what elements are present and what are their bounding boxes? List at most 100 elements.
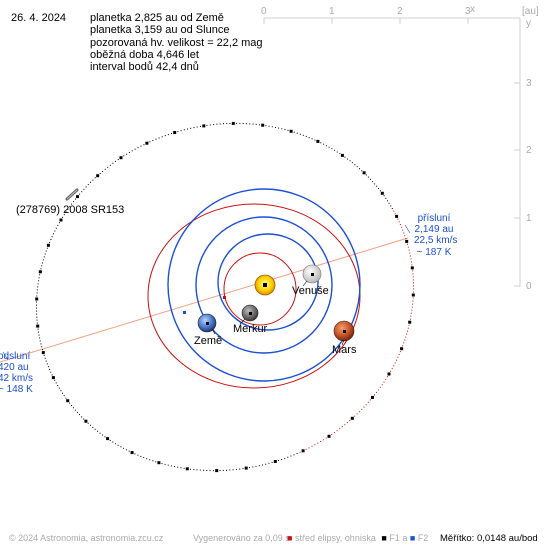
orbit-dot bbox=[128, 152, 130, 153]
orbit-dot bbox=[374, 394, 375, 396]
orbit-dot bbox=[85, 186, 87, 188]
orbit-dot bbox=[361, 408, 363, 410]
orbit-dot bbox=[413, 291, 414, 293]
orbit-dot bbox=[38, 280, 40, 282]
orbit-position-marker bbox=[231, 121, 235, 125]
footer-scale: Měřítko: 0,0148 au/bod bbox=[440, 533, 538, 544]
orbit-dot bbox=[38, 331, 39, 333]
orbit-dot bbox=[43, 256, 45, 258]
orbit-dot bbox=[190, 127, 192, 129]
orbit-position-marker bbox=[202, 124, 206, 128]
orbit-dot bbox=[259, 124, 260, 126]
orbit-dot bbox=[213, 124, 215, 126]
orbit-dot bbox=[199, 469, 201, 471]
perihelion-tick bbox=[404, 224, 411, 234]
orbit-dot bbox=[137, 454, 139, 456]
orbit-position-marker bbox=[387, 372, 391, 376]
orbit-dot bbox=[290, 455, 292, 457]
orbit-dot bbox=[412, 270, 414, 272]
orbit-dot bbox=[311, 138, 313, 140]
orbit-dot bbox=[102, 434, 103, 436]
orbit-dot bbox=[81, 416, 83, 418]
orbit-position-marker bbox=[35, 297, 39, 301]
orbit-dot bbox=[180, 130, 182, 132]
orbit-position-marker bbox=[46, 243, 50, 247]
asteroid-name-label: (278769) 2008 SR153 bbox=[16, 204, 125, 216]
orbit-dot bbox=[222, 469, 224, 471]
orbit-dot bbox=[79, 414, 80, 416]
orbit-dot bbox=[402, 345, 404, 347]
orbit-dot bbox=[344, 156, 346, 158]
orbit-dot bbox=[219, 470, 221, 471]
orbit-dot bbox=[219, 123, 221, 125]
orbit-dot bbox=[216, 123, 218, 125]
venus-dot bbox=[311, 273, 314, 276]
orbit-dot bbox=[302, 134, 304, 136]
orbit-dot bbox=[255, 123, 257, 125]
orbit-dot bbox=[351, 162, 353, 164]
orbit-dot bbox=[412, 297, 414, 299]
orbit-dot bbox=[143, 144, 145, 146]
orbit-dot bbox=[94, 428, 96, 430]
orbit-position-marker bbox=[157, 461, 161, 465]
orbit-position-marker bbox=[395, 214, 399, 218]
orbit-dot bbox=[322, 439, 324, 441]
info-panel: planetka 2,825 au od Země planetka 3,159… bbox=[90, 12, 263, 73]
y-tick-0: 0 bbox=[526, 281, 532, 292]
orbit-dot bbox=[83, 188, 85, 190]
orbit-position-marker bbox=[408, 320, 412, 324]
orbit-dot bbox=[123, 155, 125, 157]
orbit-dot bbox=[354, 164, 356, 166]
orbit-dot bbox=[47, 366, 49, 368]
orbit-dot bbox=[262, 464, 263, 466]
orbit-dot bbox=[334, 149, 336, 151]
perihelion-info: přísluní 2,149 au 22,5 km/s ~ 187 K bbox=[414, 213, 457, 258]
orbit-dot bbox=[39, 337, 41, 339]
orbit-dot bbox=[367, 176, 369, 178]
orbit-dot bbox=[109, 439, 111, 441]
orbit-dot bbox=[287, 129, 289, 131]
orbit-dot bbox=[140, 455, 142, 457]
orbit-dot bbox=[55, 382, 57, 384]
venus-orbit bbox=[195, 216, 333, 354]
orbit-dot bbox=[387, 200, 388, 202]
orbit-dot bbox=[146, 458, 148, 460]
mars-label: Mars bbox=[332, 344, 357, 356]
focus-f1-marker bbox=[263, 283, 267, 287]
orbit-position-marker bbox=[119, 156, 123, 160]
orbit-dot bbox=[341, 426, 343, 428]
orbit-dot bbox=[365, 404, 367, 406]
orbit-dot bbox=[51, 236, 53, 238]
orbit-dot bbox=[38, 277, 40, 279]
orbit-dot bbox=[299, 451, 301, 453]
orbit-dot bbox=[407, 330, 408, 332]
info-earth-distance: planetka 2,825 au od Země bbox=[90, 12, 224, 24]
orbit-position-marker bbox=[273, 460, 277, 463]
orbit-dot bbox=[97, 430, 99, 432]
orbit-dot bbox=[411, 261, 412, 263]
earth-label-tick bbox=[211, 328, 216, 335]
orbit-dot bbox=[164, 463, 166, 465]
footer-copyright: © 2024 Astronomia, astronomia.zcu.cz bbox=[9, 533, 164, 543]
orbit-dot bbox=[152, 460, 154, 462]
orbit-dot bbox=[128, 450, 130, 452]
orbit-dot bbox=[73, 201, 74, 203]
orbit-dot bbox=[164, 135, 166, 137]
axis-unit: [au] bbox=[522, 6, 539, 17]
inner-orbit bbox=[217, 233, 319, 331]
orbit-dot bbox=[394, 213, 396, 215]
orbit-dot bbox=[115, 160, 117, 162]
mars-label-tick bbox=[341, 339, 345, 346]
orbit-dot bbox=[223, 123, 224, 125]
orbit-dot bbox=[377, 389, 379, 391]
orbit-position-marker bbox=[362, 171, 366, 175]
orbit-dot bbox=[104, 168, 106, 170]
orbit-dot bbox=[409, 318, 411, 320]
orbit-dot bbox=[268, 125, 270, 127]
orbit-dot bbox=[236, 122, 238, 124]
orbit-dot bbox=[383, 381, 385, 383]
mercury-label-tick bbox=[239, 318, 246, 325]
orbit-dot bbox=[379, 386, 381, 388]
orbit-dot bbox=[49, 241, 51, 243]
orbit-dot bbox=[408, 324, 410, 326]
